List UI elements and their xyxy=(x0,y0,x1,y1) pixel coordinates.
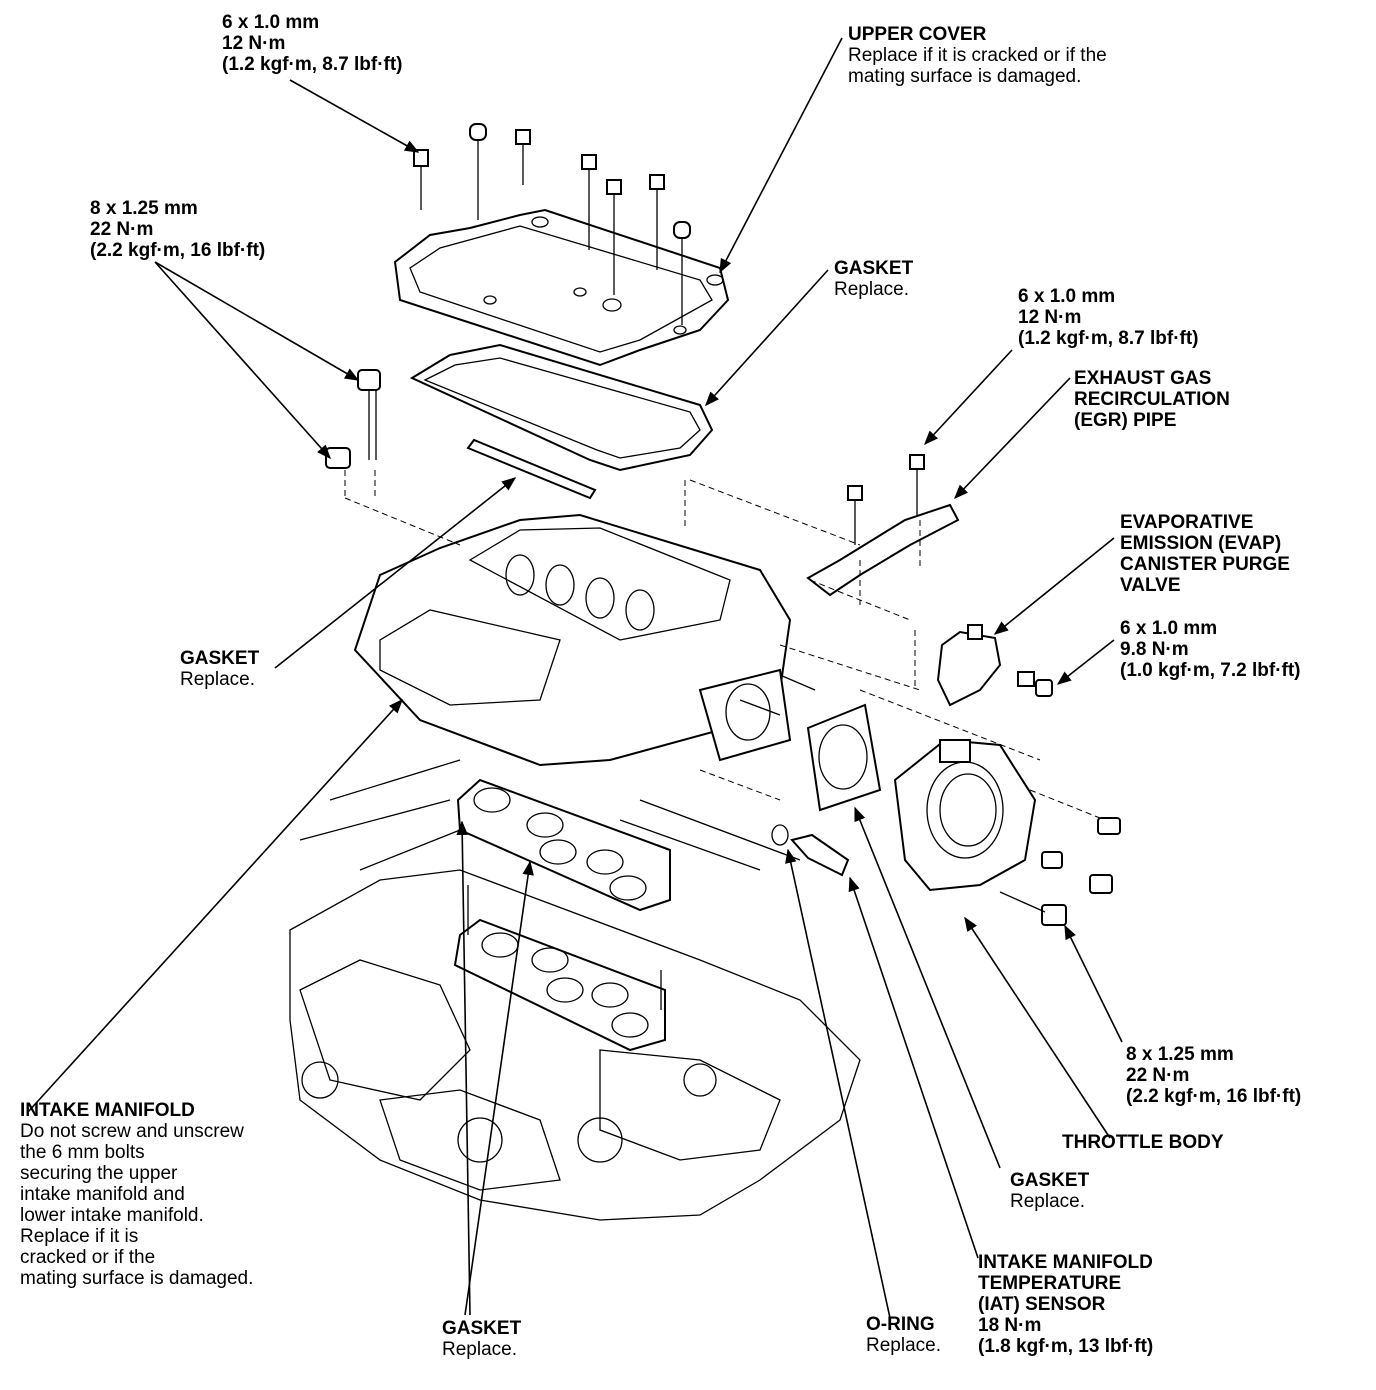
stud-nut-spec: 8 x 1.25 mm 22 N·m (2.2 kgf·m, 16 lbf·ft… xyxy=(90,198,266,261)
intake-manifold-callout: INTAKE MANIFOLD Do not screw and unscrew… xyxy=(20,1100,254,1289)
gasket-throttle-callout: GASKET Replace. xyxy=(1010,1170,1090,1212)
upper-cover-title: UPPER COVER xyxy=(848,24,987,45)
gasket-cover-callout: GASKET Replace. xyxy=(834,258,914,300)
egr-pipe xyxy=(806,454,960,597)
iat-sensor xyxy=(790,833,850,877)
upper-cover-bolts xyxy=(413,123,691,325)
intake-manifold-body xyxy=(353,513,816,767)
gasket-bottom-callout: GASKET Replace. xyxy=(442,1318,522,1360)
egr-bolt-spec: 6 x 1.0 mm 12 N·m (1.2 kgf·m, 8.7 lbf·ft… xyxy=(1018,286,1199,349)
o-ring xyxy=(771,824,789,846)
o-ring-callout: O-RING Replace. xyxy=(866,1314,941,1356)
upper-bolt-spec: 6 x 1.0 mm 12 N·m (1.2 kgf·m, 8.7 lbf·ft… xyxy=(222,12,403,75)
lower-gasket-upper xyxy=(456,778,671,912)
upper-cover-callout: UPPER COVER Replace if it is cracked or … xyxy=(848,24,1107,87)
egr-pipe-callout: EXHAUST GAS RECIRCULATION (EGR) PIPE xyxy=(1074,368,1230,431)
throttle-body-callout: THROTTLE BODY xyxy=(1062,1132,1224,1153)
cover-gasket xyxy=(409,343,714,500)
leader-lines xyxy=(27,37,1123,1319)
throttle-gasket xyxy=(806,703,882,812)
evap-bolt-spec: 6 x 1.0 mm 9.8 N·m (1.0 kgf·m, 7.2 lbf·f… xyxy=(1120,618,1301,681)
lower-gasket-lower xyxy=(453,918,666,1052)
engine-block xyxy=(289,759,861,1221)
stud-and-nut xyxy=(325,369,381,469)
evap-valve-callout: EVAPORATIVE EMISSION (EVAP) CANISTER PUR… xyxy=(1120,512,1290,596)
evap-purge-valve xyxy=(936,624,1053,707)
throttle-bolt-spec: 8 x 1.25 mm 22 N·m (2.2 kgf·m, 16 lbf·ft… xyxy=(1126,1044,1302,1107)
iat-sensor-callout: INTAKE MANIFOLD TEMPERATURE (IAT) SENSOR… xyxy=(978,1252,1154,1357)
upper-cover xyxy=(393,208,730,367)
gasket-left-callout: GASKET Replace. xyxy=(180,648,260,690)
throttle-body xyxy=(893,738,1121,926)
